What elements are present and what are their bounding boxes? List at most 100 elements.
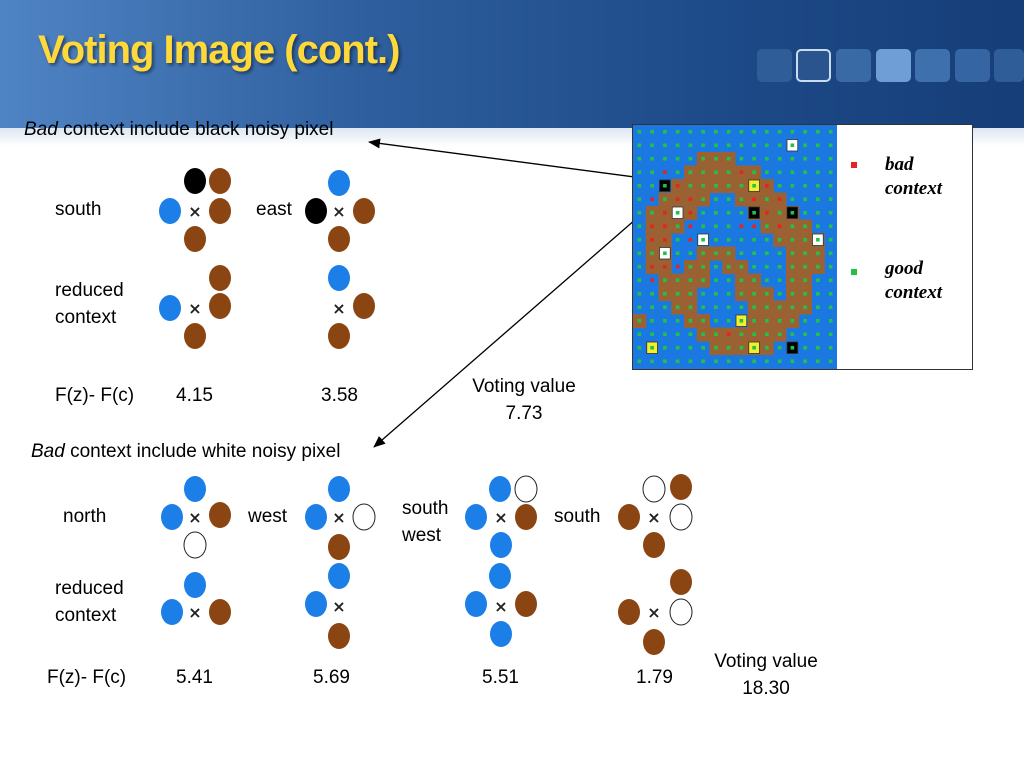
good-context-marker bbox=[765, 197, 769, 202]
good-context-marker bbox=[714, 237, 718, 242]
good-context-marker bbox=[828, 318, 833, 323]
bad-context-marker bbox=[688, 197, 693, 202]
good-context-marker bbox=[650, 129, 654, 134]
good-context-marker bbox=[752, 156, 756, 161]
good-context-marker bbox=[752, 291, 756, 296]
neighbor-pixel bbox=[669, 598, 693, 626]
good-context-marker bbox=[663, 305, 667, 310]
bad-context-marker bbox=[675, 264, 680, 269]
good-context-marker bbox=[816, 278, 820, 283]
good-context-marker bbox=[828, 359, 833, 364]
good-context-marker bbox=[777, 359, 782, 364]
good-context-marker bbox=[765, 291, 769, 296]
good-context-marker bbox=[714, 143, 718, 148]
good-context-marker bbox=[765, 251, 769, 256]
good-context-marker bbox=[752, 251, 756, 256]
good-context-marker bbox=[803, 224, 807, 229]
good-context-marker bbox=[675, 318, 680, 323]
good-context-marker bbox=[675, 143, 680, 148]
neighbor-pixel bbox=[159, 295, 181, 321]
good-context-marker bbox=[803, 183, 807, 188]
good-context-marker bbox=[714, 210, 718, 215]
label-west: west bbox=[248, 506, 288, 527]
neighbor-pixel bbox=[618, 599, 640, 625]
good-context-marker bbox=[688, 264, 693, 269]
neighbor-pixel bbox=[209, 265, 231, 291]
good-context-marker bbox=[739, 291, 744, 296]
neighbor-pixel bbox=[514, 475, 538, 503]
good-context-marker bbox=[637, 129, 642, 134]
good-context-marker bbox=[803, 332, 807, 337]
good-context-marker bbox=[688, 359, 693, 364]
good-context-marker bbox=[765, 170, 769, 175]
good-context-marker bbox=[790, 197, 795, 202]
good-context-marker bbox=[701, 305, 705, 310]
good-context-marker bbox=[637, 291, 642, 296]
good-context-marker bbox=[816, 183, 820, 188]
good-context-marker bbox=[714, 224, 718, 229]
good-context-marker bbox=[765, 345, 769, 350]
good-context-marker bbox=[752, 332, 756, 337]
f-label: F(z)- F(c) bbox=[47, 667, 127, 688]
label-east: east bbox=[256, 199, 292, 220]
good-context-marker bbox=[790, 237, 795, 242]
center-pixel-cross: × bbox=[494, 597, 507, 616]
good-context-marker bbox=[816, 210, 820, 215]
good-context-marker bbox=[637, 305, 642, 310]
voting-label: Voting value bbox=[714, 651, 818, 672]
good-context-marker bbox=[828, 224, 833, 229]
good-context-marker bbox=[688, 291, 693, 296]
decor-square bbox=[876, 49, 911, 82]
good-context-marker bbox=[739, 345, 744, 350]
reduced-context-label: reduced context bbox=[55, 575, 124, 629]
good-context-marker bbox=[752, 143, 756, 148]
good-context-marker bbox=[650, 345, 654, 350]
good-context-marker bbox=[714, 291, 718, 296]
neighbor-pixel bbox=[352, 503, 376, 531]
neighbor-pixel bbox=[305, 504, 327, 530]
neighbor-pixel bbox=[353, 293, 375, 319]
voting-figure: bad context good context bbox=[632, 124, 973, 370]
good-context-marker bbox=[688, 278, 693, 283]
good-context-marker bbox=[739, 143, 744, 148]
good-context-marker bbox=[650, 291, 654, 296]
good-context-marker bbox=[816, 359, 820, 364]
good-context-marker bbox=[752, 170, 756, 175]
center-pixel-cross: × bbox=[188, 202, 201, 221]
good-context-marker bbox=[650, 332, 654, 337]
good-context-marker bbox=[726, 237, 731, 242]
good-context-marker bbox=[714, 305, 718, 310]
good-context-marker bbox=[790, 278, 795, 283]
good-context-marker bbox=[701, 264, 705, 269]
good-context-marker bbox=[816, 332, 820, 337]
heading-rest: context include black noisy pixel bbox=[57, 119, 334, 140]
good-context-marker bbox=[777, 156, 782, 161]
good-context-marker bbox=[637, 332, 642, 337]
good-context-marker bbox=[726, 264, 731, 269]
good-context-marker bbox=[701, 197, 705, 202]
good-context-marker bbox=[637, 156, 642, 161]
arrow-to-white-pixel-heading bbox=[373, 191, 668, 448]
value-west: 5.69 bbox=[313, 667, 350, 688]
neighbor-pixel bbox=[643, 532, 665, 558]
good-context-marker bbox=[714, 359, 718, 364]
decor-square bbox=[915, 49, 950, 82]
good-context-marker bbox=[688, 143, 693, 148]
neighbor-pixel bbox=[184, 226, 206, 252]
bad-context-marker bbox=[663, 224, 667, 229]
good-context-marker bbox=[765, 359, 769, 364]
voting-label: Voting value bbox=[472, 376, 576, 397]
good-context-marker bbox=[650, 156, 654, 161]
neighbor-pixel bbox=[159, 198, 181, 224]
good-context-marker bbox=[803, 291, 807, 296]
good-context-marker bbox=[675, 278, 680, 283]
neighbor-pixel bbox=[328, 170, 350, 196]
bad-context-marker bbox=[650, 224, 654, 229]
good-context-marker bbox=[765, 224, 769, 229]
good-context-marker bbox=[637, 251, 642, 256]
value-south: 4.15 bbox=[176, 385, 213, 406]
bad-word: Bad bbox=[31, 441, 65, 462]
good-context-marker bbox=[752, 359, 756, 364]
good-context-marker bbox=[752, 183, 756, 188]
good-context-marker bbox=[828, 197, 833, 202]
